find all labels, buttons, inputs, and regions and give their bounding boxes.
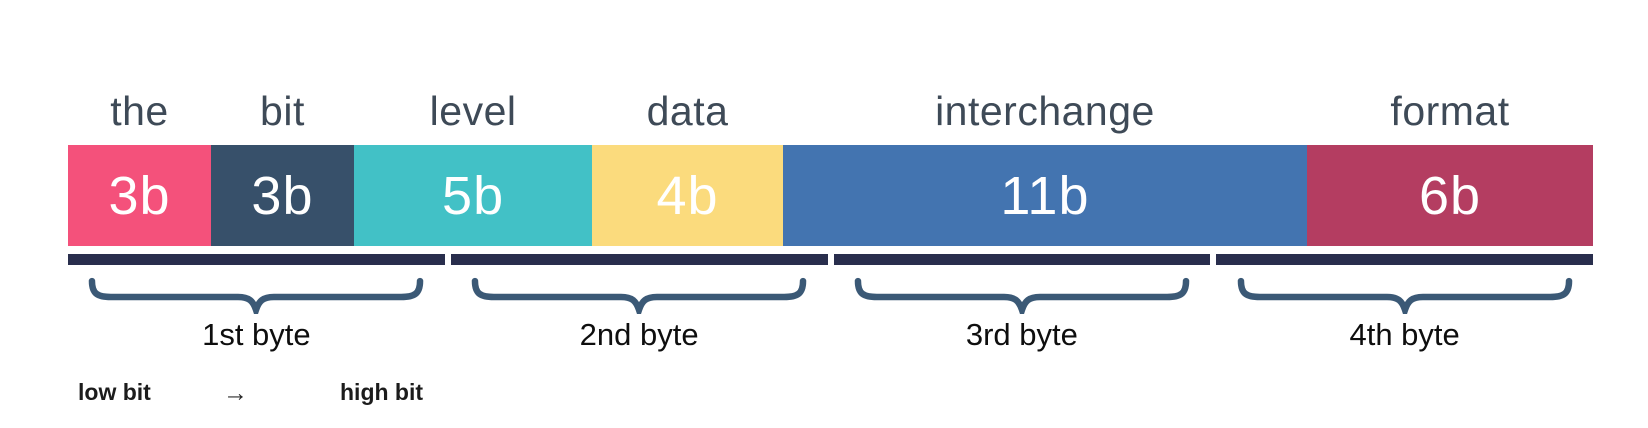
low-bit-label: low bit: [78, 379, 151, 405]
byte-group-3: 3rd byte: [834, 274, 1211, 352]
high-bit-label: high bit: [340, 379, 424, 405]
field-bits-label: 5b: [442, 165, 505, 226]
field-bits-label: 3b: [108, 165, 171, 226]
field-bits-label: 3b: [251, 165, 314, 226]
curly-brace-icon: [1237, 277, 1572, 314]
field-word-data: data: [646, 88, 729, 134]
field-blocks-row: 3b 3b 5b 4b 11b 6b: [68, 145, 1593, 246]
byte-label-2: 2nd byte: [579, 317, 699, 352]
field-block-interchange: 11b: [782, 145, 1308, 246]
bit-field-diagram: the bit level data interchange format 3b…: [68, 0, 1593, 428]
curly-brace-icon: [854, 277, 1190, 314]
byte-bar-4: [1216, 254, 1593, 265]
field-words-row: the bit level data interchange format: [68, 78, 1593, 132]
field-word-bit: bit: [260, 88, 305, 134]
field-word-the: the: [110, 88, 169, 134]
field-block-data: 4b: [592, 145, 783, 246]
field-block-level: 5b: [353, 145, 593, 246]
curly-brace-icon: [471, 277, 807, 314]
byte-group-2: 2nd byte: [451, 274, 828, 352]
byte-bar-1: [68, 254, 445, 265]
field-bits-label: 11b: [1000, 165, 1090, 226]
field-bits-label: 4b: [656, 165, 719, 226]
byte-bar-2: [450, 254, 828, 265]
field-word-format: format: [1390, 88, 1510, 134]
byte-bars-row: [68, 254, 1593, 265]
field-word-interchange: interchange: [935, 88, 1155, 134]
field-block-format: 6b: [1307, 145, 1593, 246]
right-arrow-icon: →: [223, 379, 248, 407]
byte-group-1: 1st byte: [68, 274, 445, 352]
byte-label-1: 1st byte: [202, 317, 311, 352]
field-word-level: level: [429, 88, 517, 134]
field-block-bit: 3b: [210, 145, 354, 246]
byte-bar-3: [833, 254, 1211, 265]
byte-label-4: 4th byte: [1349, 317, 1460, 352]
field-block-the: 3b: [68, 145, 211, 246]
byte-group-4: 4th byte: [1216, 274, 1593, 352]
byte-label-3: 3rd byte: [965, 317, 1078, 352]
bit-order-legend: low bit → high bit: [68, 379, 568, 409]
field-bits-label: 6b: [1418, 165, 1482, 226]
byte-braces-row: 1st byte 2nd byte 3rd byte 4th byte: [68, 274, 1593, 352]
curly-brace-icon: [89, 277, 424, 314]
